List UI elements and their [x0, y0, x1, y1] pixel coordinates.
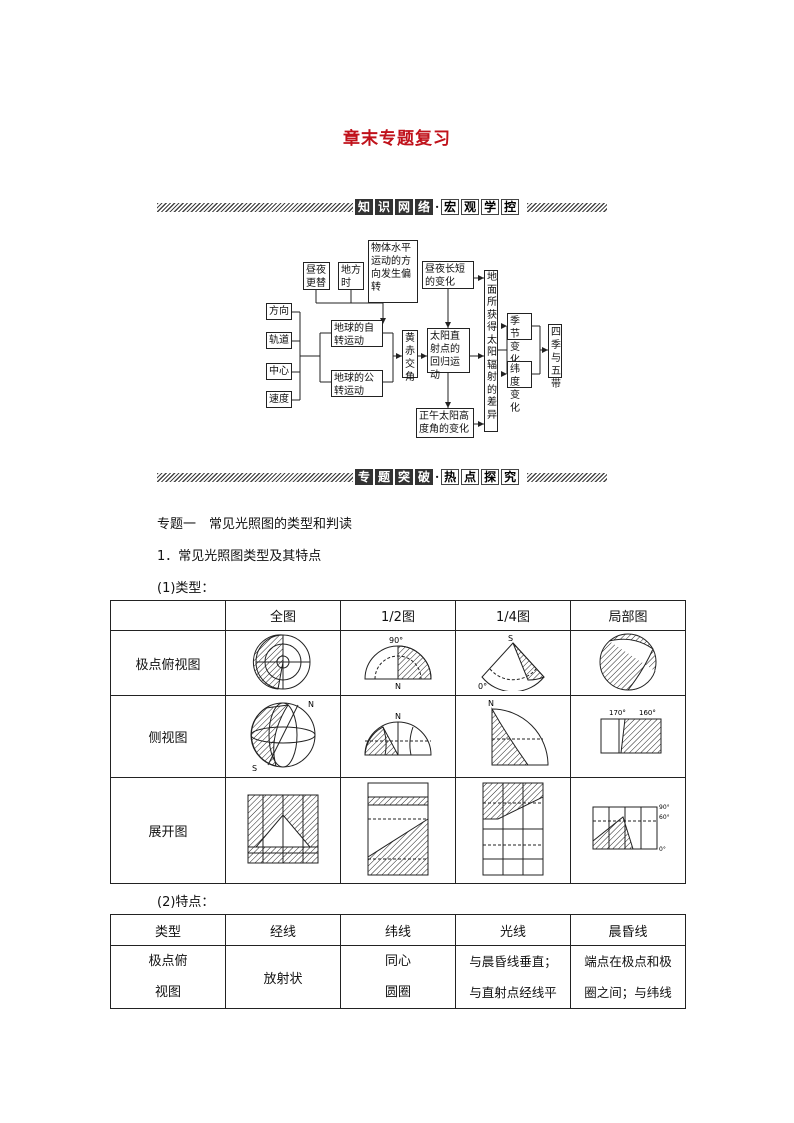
concept-local-time: 地方时 — [338, 262, 364, 290]
unfolded-partial-diagram: 90° 60° 0° — [570, 777, 686, 884]
label-160: 160° — [639, 709, 656, 717]
subsection-heading: 1．常见光照图类型及其特点 — [157, 549, 322, 564]
side-quarter-diagram: N — [455, 695, 571, 778]
section-banner-topic-breakthrough: 专 题 突 破 · 热 点 探 究 — [157, 469, 607, 485]
banner-char: 识 — [375, 199, 393, 215]
row-label-side-view: 侧视图 — [110, 695, 226, 778]
label-s: S — [508, 634, 513, 643]
section-banner-knowledge-network: 知 识 网 络 · 宏 观 学 控 — [157, 199, 607, 215]
concept-map-connectors — [292, 275, 548, 427]
label-lat60: 60° — [659, 814, 670, 821]
concept-sun-migration: 太阳直射点的回归运动 — [427, 328, 470, 381]
label-170: 170° — [609, 709, 626, 717]
banner-char: 网 — [395, 199, 413, 215]
feat-parallel-line1: 同心 — [384, 954, 411, 969]
concept-center: 中心 — [266, 363, 292, 380]
feat-header-ray: 光线 — [455, 914, 571, 946]
banner-char: 专 — [355, 469, 373, 485]
concept-direction: 方向 — [266, 303, 292, 320]
banner-char: 知 — [355, 199, 373, 215]
feat-cell-terminator: 端点在极点和极 圈之间；与纬线 — [570, 945, 686, 1009]
feat-cell-ray: 与晨昏线垂直； 与直射点经线平 — [455, 945, 571, 1009]
unfolded-full-diagram — [225, 777, 341, 884]
feat-header-type: 类型 — [110, 914, 226, 946]
concept-solar-radiation: 地面所获得太阳辐射的差异 — [484, 270, 498, 432]
features-label: (2)特点： — [157, 895, 215, 910]
table-header-full: 全图 — [225, 600, 341, 631]
concept-zones: 四季与五带 — [548, 324, 562, 390]
side-half-diagram: N — [340, 695, 456, 778]
label-n: N — [395, 682, 401, 691]
feat-type-line1: 极点俯 — [148, 954, 188, 969]
feat-cell-type: 极点俯 视图 — [110, 945, 226, 1009]
feat-cell-meridian: 放射状 — [225, 945, 341, 1009]
banner-char: 热 — [441, 469, 460, 485]
unfolded-half-diagram — [340, 777, 456, 884]
feat-header-terminator: 晨昏线 — [570, 914, 686, 946]
label-s: S — [252, 764, 257, 773]
concept-day-length: 昼夜长短的变化 — [422, 261, 474, 289]
banner-char: 控 — [501, 199, 520, 215]
polar-partial-diagram — [570, 630, 686, 696]
polar-quarter-diagram: S 0° — [455, 630, 571, 696]
side-partial-diagram: 170° 160° — [570, 695, 686, 778]
section-heading: 专题一 常见光照图的类型和判读 — [157, 517, 353, 532]
banner-char: 学 — [481, 199, 500, 215]
concept-deflection: 物体水平运动的方向发生偏转 — [368, 240, 418, 303]
feat-ray-line1: 与晨昏线垂直； — [469, 954, 557, 969]
banner-char: 探 — [481, 469, 500, 485]
side-full-diagram: N S — [225, 695, 341, 778]
banner-char: 观 — [461, 199, 480, 215]
banner-char: 破 — [415, 469, 433, 485]
concept-rotation: 地球的自转运动 — [331, 320, 383, 347]
concept-orbit: 轨道 — [266, 332, 292, 349]
row-label-unfolded-view: 展开图 — [110, 777, 226, 884]
concept-day-night-alternation: 昼夜更替 — [303, 262, 330, 290]
banner-char: 络 — [415, 199, 433, 215]
concept-latitude-change: 纬度变化 — [507, 361, 532, 414]
banner-dot: · — [435, 470, 440, 484]
feat-terminator-line1: 端点在极点和极 — [584, 954, 672, 969]
feat-header-meridian: 经线 — [225, 914, 341, 946]
table-header-empty — [110, 600, 226, 631]
page-title: 章末专题复习 — [343, 129, 451, 149]
concept-seasons: 季节变化 — [507, 313, 532, 366]
feat-terminator-line2: 圈之间；与纬线 — [584, 985, 672, 1000]
feat-ray-line2: 与直射点经线平 — [469, 985, 557, 1000]
banner-char: 究 — [501, 469, 520, 485]
label-n: N — [395, 712, 401, 721]
concept-noon-altitude: 正午太阳高度角的变化 — [416, 408, 474, 438]
feat-header-parallel: 纬线 — [340, 914, 456, 946]
concept-revolution: 地球的公转运动 — [331, 370, 383, 397]
feat-cell-parallel: 同心 圆圈 — [340, 945, 456, 1009]
unfolded-quarter-diagram — [455, 777, 571, 884]
banner-dot: · — [435, 200, 440, 214]
feat-type-line2: 视图 — [154, 985, 181, 1000]
label-90: 90° — [389, 636, 403, 645]
banner-char: 题 — [375, 469, 393, 485]
illumination-types-table: 全图 1/2图 1/4图 局部图 极点俯视图 90° — [110, 600, 686, 884]
feat-parallel-line2: 圆圈 — [384, 985, 411, 1000]
table-header-quarter: 1/4图 — [455, 600, 571, 631]
label-n: N — [308, 700, 314, 709]
label-0: 0° — [478, 682, 487, 691]
polar-full-diagram — [225, 630, 341, 696]
types-label: (1)类型： — [157, 581, 215, 596]
table-header-half: 1/2图 — [340, 600, 456, 631]
table-header-partial: 局部图 — [570, 600, 686, 631]
illumination-features-table: 类型 经线 纬线 光线 晨昏线 极点俯 视图 放射状 同心 圆圈 与晨昏线垂直；… — [110, 914, 686, 1009]
concept-speed: 速度 — [266, 391, 292, 408]
label-lat90: 90° — [659, 804, 670, 811]
banner-char: 突 — [395, 469, 413, 485]
banner-char: 宏 — [441, 199, 460, 215]
label-lat0: 0° — [659, 846, 666, 853]
label-n: N — [488, 699, 494, 708]
banner-char: 点 — [461, 469, 480, 485]
polar-half-diagram: 90° N — [340, 630, 456, 696]
row-label-polar-view: 极点俯视图 — [110, 630, 226, 696]
concept-obliquity: 黄赤交角 — [402, 330, 418, 383]
